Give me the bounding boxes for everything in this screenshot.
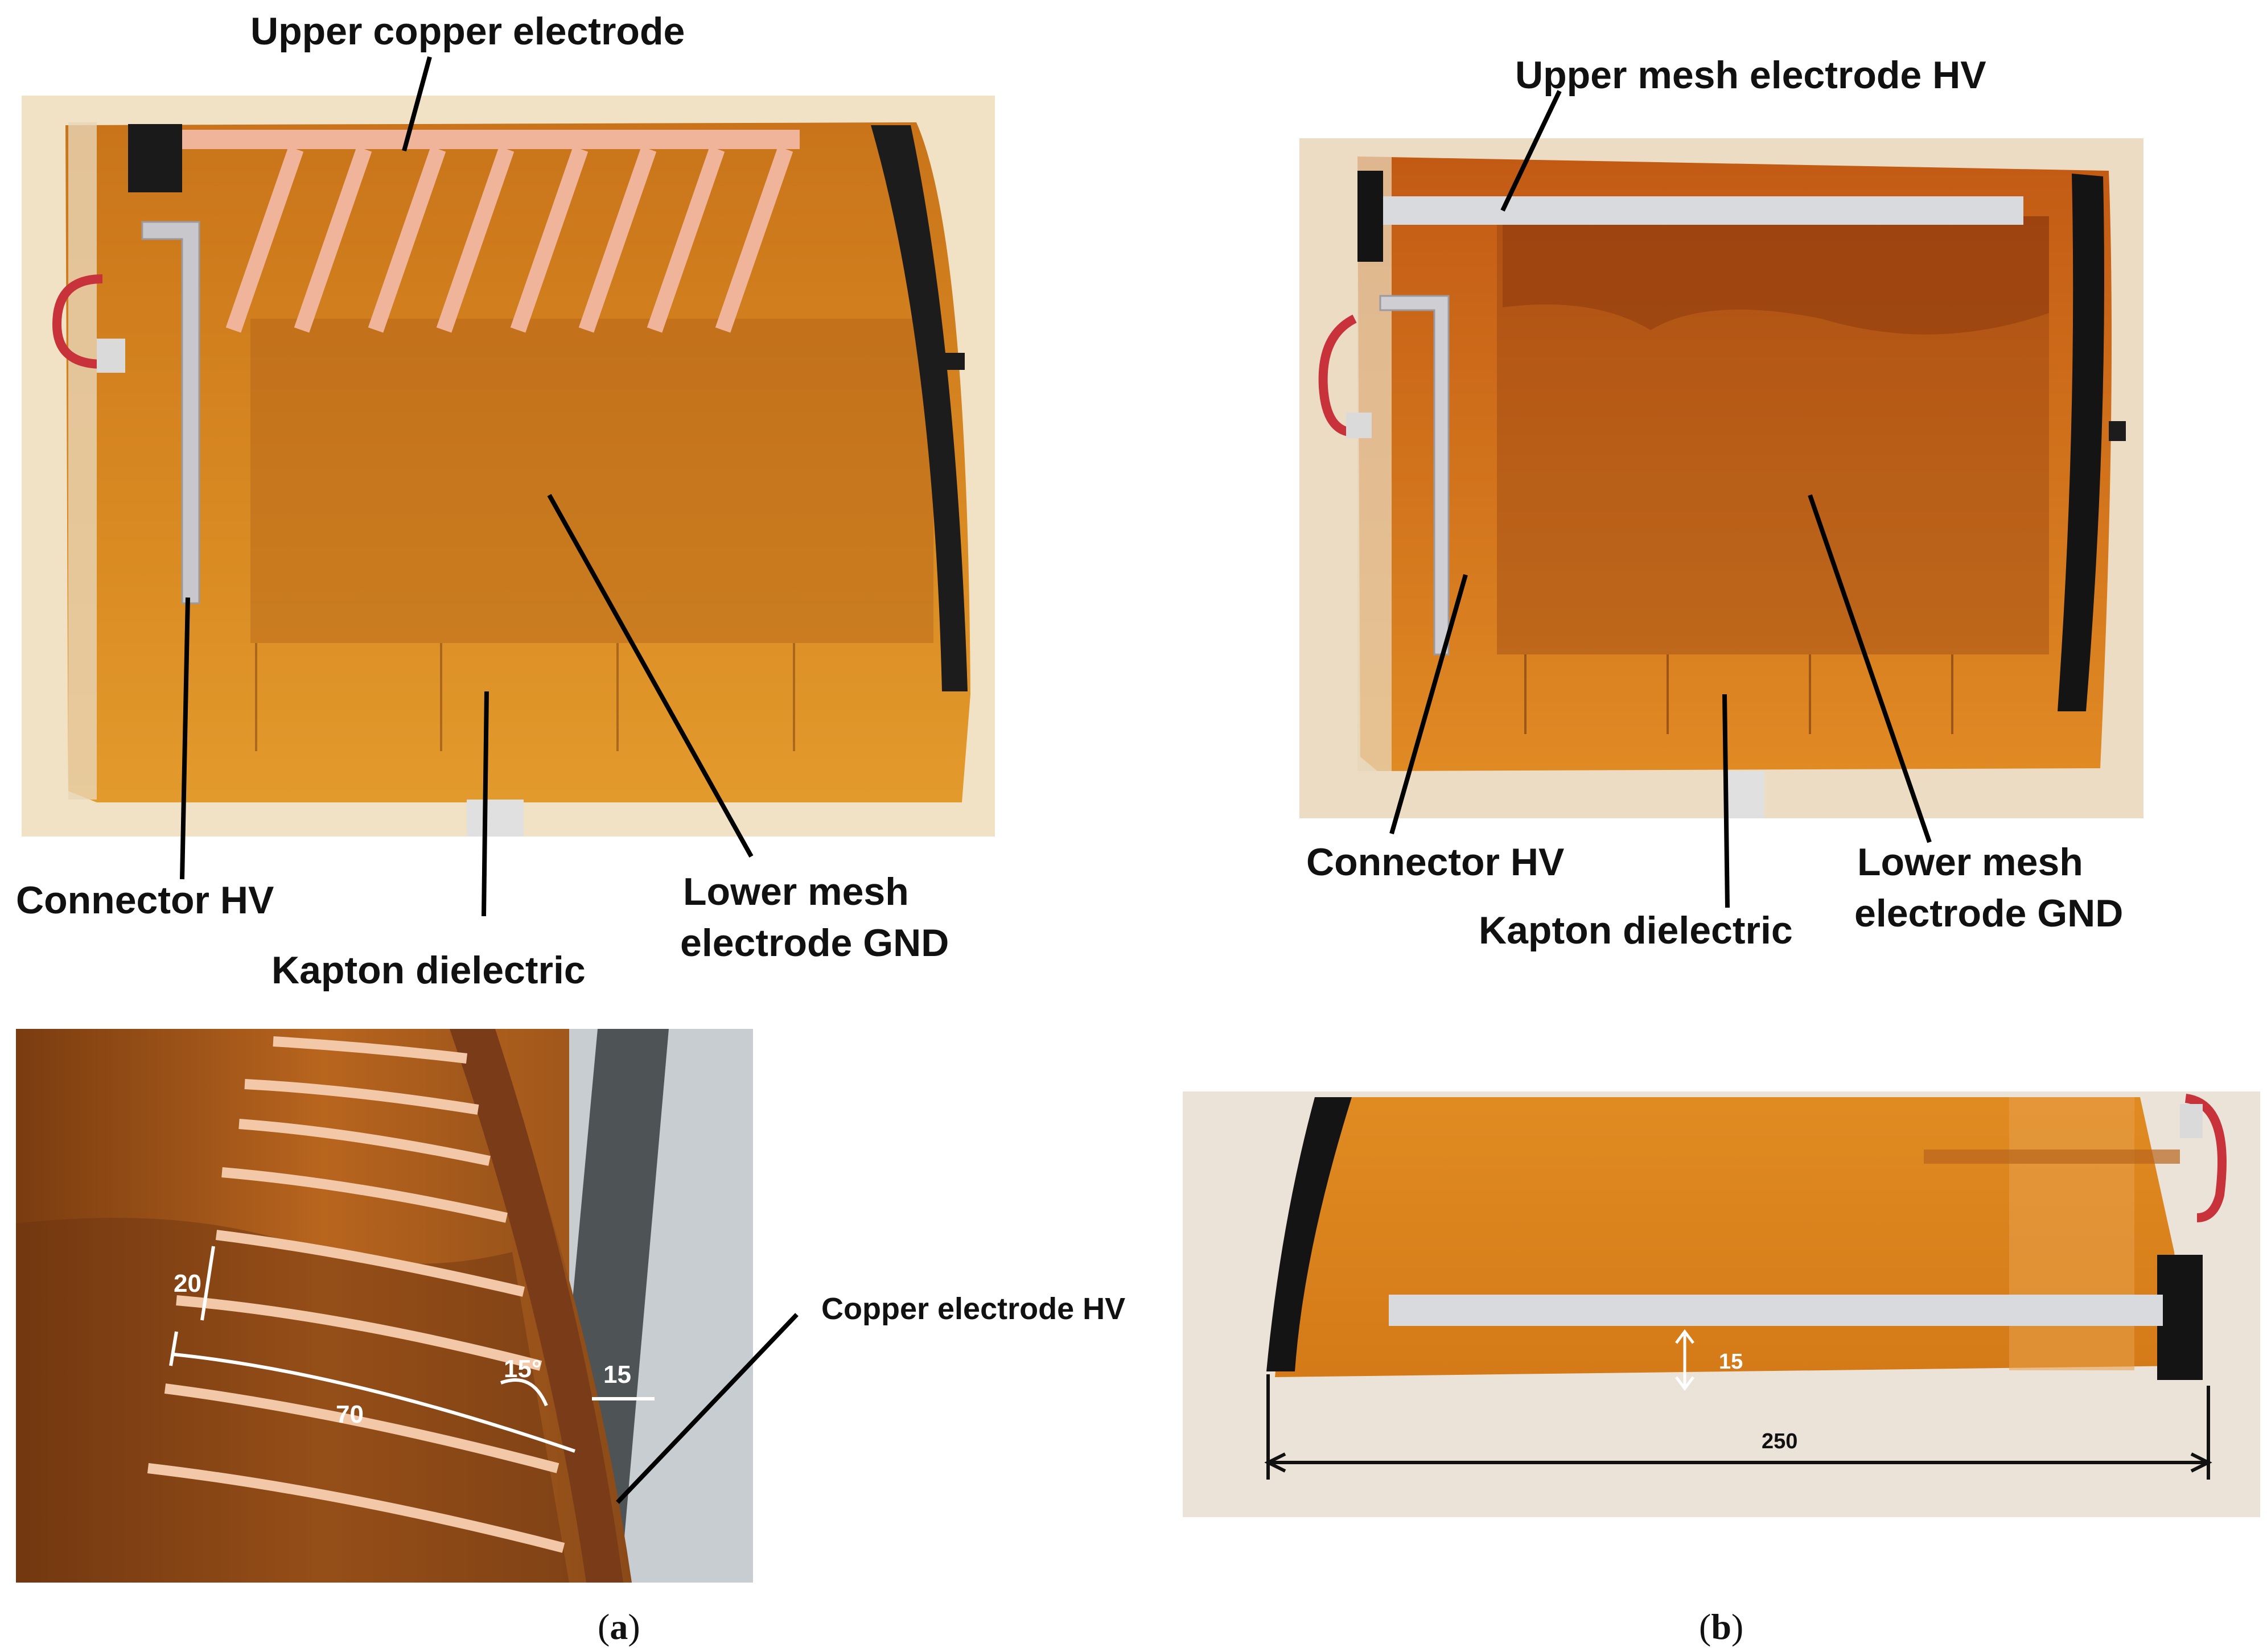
kapton-sheet xyxy=(1357,156,2112,771)
caption-a-letter: a xyxy=(610,1606,628,1647)
red-cable xyxy=(2184,1094,2227,1222)
red-cable xyxy=(52,274,103,369)
dim-width: 15 xyxy=(1719,1350,1743,1374)
panel-b-bottom-photo: 15 250 xyxy=(1183,1091,2260,1517)
dimension-lines xyxy=(169,1246,655,1453)
label-kapton-dielectric: Kapton dielectric xyxy=(271,949,586,992)
wing-edge xyxy=(68,122,97,800)
copper-bus-strip xyxy=(128,130,800,149)
copper-fingers xyxy=(147,1036,565,1553)
black-tape-edge xyxy=(2058,174,2104,711)
lower-mesh-electrode xyxy=(250,319,933,643)
black-tape-corner xyxy=(1357,171,1383,262)
dim-width: 15 xyxy=(603,1361,631,1389)
caption-a: (a) xyxy=(598,1606,640,1647)
label-connector-hv: Connector HV xyxy=(1306,841,1564,884)
lower-mesh-electrode xyxy=(1497,216,2049,654)
metal-connector xyxy=(1346,413,1372,438)
dim-span: 250 xyxy=(1762,1429,1797,1453)
label-lower-mesh-1: Lower mesh xyxy=(683,870,909,913)
label-lower-mesh-1: Lower mesh xyxy=(1857,841,2083,884)
hv-connector-strip xyxy=(1379,295,1450,656)
caption-b-letter: b xyxy=(1711,1606,1731,1647)
label-lower-mesh-2: electrode GND xyxy=(1854,892,2123,935)
label-kapton-dielectric: Kapton dielectric xyxy=(1479,909,1793,952)
label-connector-hv: Connector HV xyxy=(16,879,274,922)
label-lower-mesh-2: electrode GND xyxy=(680,921,949,965)
upper-mesh-strip xyxy=(1383,196,2023,225)
black-tape-edge xyxy=(1266,1097,1352,1371)
label-upper-copper-electrode: Upper copper electrode xyxy=(250,10,685,53)
label-upper-mesh-electrode: Upper mesh electrode HV xyxy=(1515,53,1986,97)
panel-a-leader-lines xyxy=(180,56,799,1504)
hv-connector-strip xyxy=(141,221,200,604)
leading-edge-strip xyxy=(450,1029,623,1583)
panel-b-top-photo xyxy=(1299,138,2143,818)
metal-connector xyxy=(97,339,125,373)
span-dimension-line xyxy=(1264,1374,2212,1480)
panel-b-leader-lines xyxy=(1389,90,1932,908)
copper-fingers xyxy=(225,146,793,333)
panel-a-top-photo xyxy=(22,96,995,837)
mount-post xyxy=(467,800,524,837)
dim-length: 70 xyxy=(336,1400,364,1428)
red-cable xyxy=(1318,314,1357,437)
black-tape-corner xyxy=(128,124,182,192)
upper-mesh-strip xyxy=(1389,1295,2163,1326)
panel-a-bottom-photo: 20 70 15° 15 xyxy=(16,1029,753,1583)
dim-angle: 15° xyxy=(504,1355,542,1383)
dim-spacing: 20 xyxy=(174,1270,201,1297)
label-copper-electrode-hv: Copper electrode HV xyxy=(821,1292,1125,1326)
black-tape-corner xyxy=(2157,1255,2203,1380)
caption-b: (b) xyxy=(1699,1606,1743,1647)
mount-post xyxy=(1727,771,1764,818)
black-tape-edge xyxy=(871,125,968,691)
width-dimension-arrow xyxy=(1675,1329,1694,1391)
